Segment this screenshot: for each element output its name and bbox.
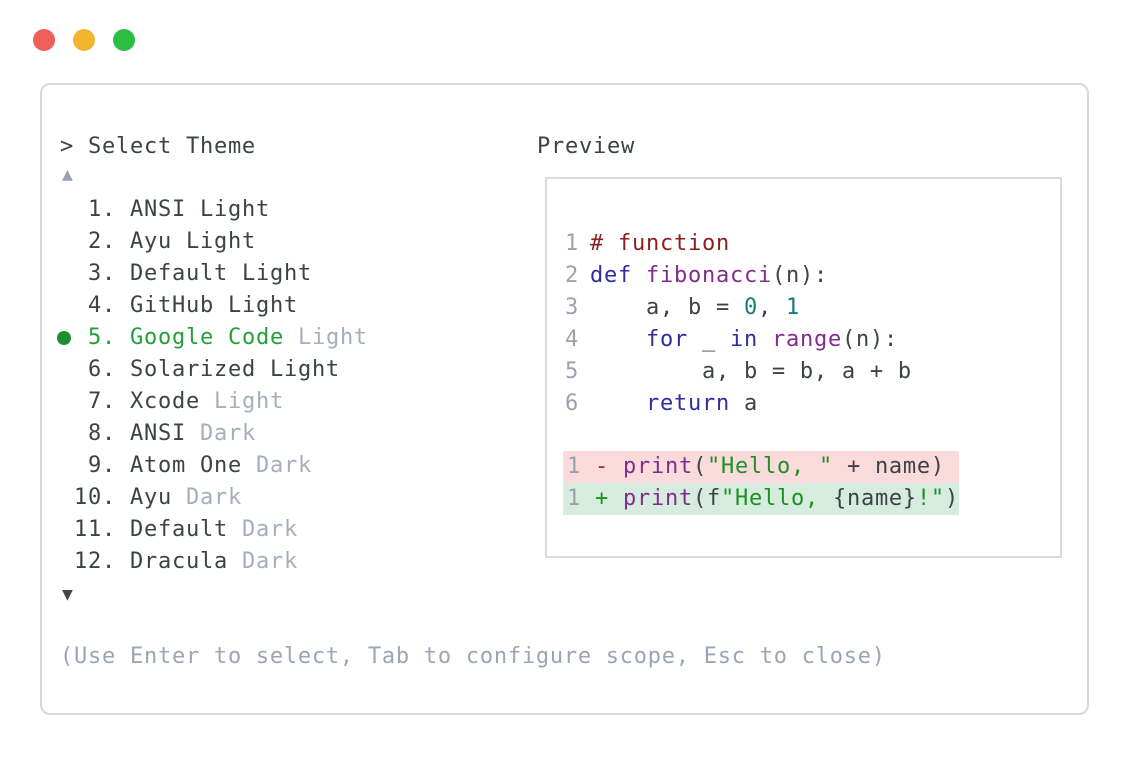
theme-name: GitHub <box>130 293 228 318</box>
scroll-up-icon[interactable]: ▲ <box>62 164 74 185</box>
theme-list-item[interactable]: 11. Default Dark <box>42 514 532 546</box>
theme-variant: Light <box>199 197 270 222</box>
preview-label: Preview <box>537 134 635 159</box>
theme-name: Ayu <box>130 485 186 510</box>
theme-list-item[interactable]: 8. ANSI Dark <box>42 418 532 450</box>
theme-list-item[interactable]: 3. Default Light <box>42 258 532 290</box>
scroll-down-icon[interactable]: ▼ <box>62 584 74 605</box>
theme-number: 11. <box>74 517 116 542</box>
theme-variant: Light <box>297 325 368 350</box>
theme-variant: Light <box>227 293 298 318</box>
theme-list-item[interactable]: 2. Ayu Light <box>42 226 532 258</box>
theme-number: 6. <box>88 357 116 382</box>
line-number: 1 <box>565 231 579 256</box>
close-button[interactable] <box>33 29 55 51</box>
theme-name: Atom One <box>130 453 256 478</box>
theme-name: Default <box>130 261 242 286</box>
code-line: 5 a, b = b, a + b <box>547 356 1060 388</box>
line-number: 5 <box>565 359 579 384</box>
theme-variant: Dark <box>199 421 256 446</box>
line-number: 2 <box>565 263 579 288</box>
theme-number: 3. <box>88 261 116 286</box>
selected-indicator-icon <box>57 331 71 345</box>
line-number: 3 <box>565 295 579 320</box>
minimize-button[interactable] <box>73 29 95 51</box>
theme-name: Ayu <box>130 229 186 254</box>
theme-list-item[interactable]: 4. GitHub Light <box>42 290 532 322</box>
diff-preview: 1 - print("Hello, " + name)1 + print(f"H… <box>563 451 959 515</box>
theme-variant: Light <box>185 229 256 254</box>
code-line: 3 a, b = 0, 1 <box>547 292 1060 324</box>
theme-variant: Dark <box>255 453 312 478</box>
theme-number: 7. <box>88 389 116 414</box>
theme-list-item[interactable]: 1. ANSI Light <box>42 194 532 226</box>
theme-list-item[interactable]: 6. Solarized Light <box>42 354 532 386</box>
theme-list-item[interactable]: 9. Atom One Dark <box>42 450 532 482</box>
theme-variant: Dark <box>241 517 298 542</box>
traffic-lights <box>33 29 135 51</box>
theme-name: Google Code <box>130 325 298 350</box>
theme-name: ANSI <box>130 197 200 222</box>
theme-list-item[interactable]: 10. Ayu Dark <box>42 482 532 514</box>
hint-text: (Use Enter to select, Tab to configure s… <box>60 644 886 669</box>
theme-name: Default <box>130 517 242 542</box>
theme-list-item[interactable]: 5. Google Code Light <box>42 322 532 354</box>
theme-number: 8. <box>88 421 116 446</box>
code-line: 1# function <box>547 228 1060 260</box>
theme-number: 4. <box>88 293 116 318</box>
theme-list-item[interactable]: 7. Xcode Light <box>42 386 532 418</box>
maximize-button[interactable] <box>113 29 135 51</box>
line-number: 4 <box>565 327 579 352</box>
theme-variant: Light <box>269 357 340 382</box>
diff-line-added: 1 + print(f"Hello, {name}!") <box>563 483 959 515</box>
theme-variant: Light <box>213 389 284 414</box>
theme-number: 9. <box>88 453 116 478</box>
theme-number: 12. <box>74 549 116 574</box>
theme-number: 10. <box>74 485 116 510</box>
prompt-title: > Select Theme <box>60 134 256 159</box>
line-number: 6 <box>565 391 579 416</box>
code-line: 4 for _ in range(n): <box>547 324 1060 356</box>
theme-picker-panel: > Select Theme Preview ▲ 1. ANSI Light 2. A… <box>40 83 1089 715</box>
theme-name: Dracula <box>130 549 242 574</box>
diff-line-removed: 1 - print("Hello, " + name) <box>563 451 959 483</box>
theme-name: ANSI <box>130 421 200 446</box>
theme-variant: Light <box>241 261 312 286</box>
theme-name: Solarized <box>130 357 270 382</box>
theme-variant: Dark <box>241 549 298 574</box>
theme-number: 5. <box>88 325 116 350</box>
code-line: 6 return a <box>547 388 1060 420</box>
theme-name: Xcode <box>130 389 214 414</box>
theme-number: 2. <box>88 229 116 254</box>
theme-variant: Dark <box>185 485 242 510</box>
theme-list-item[interactable]: 12. Dracula Dark <box>42 546 532 578</box>
theme-number: 1. <box>88 197 116 222</box>
